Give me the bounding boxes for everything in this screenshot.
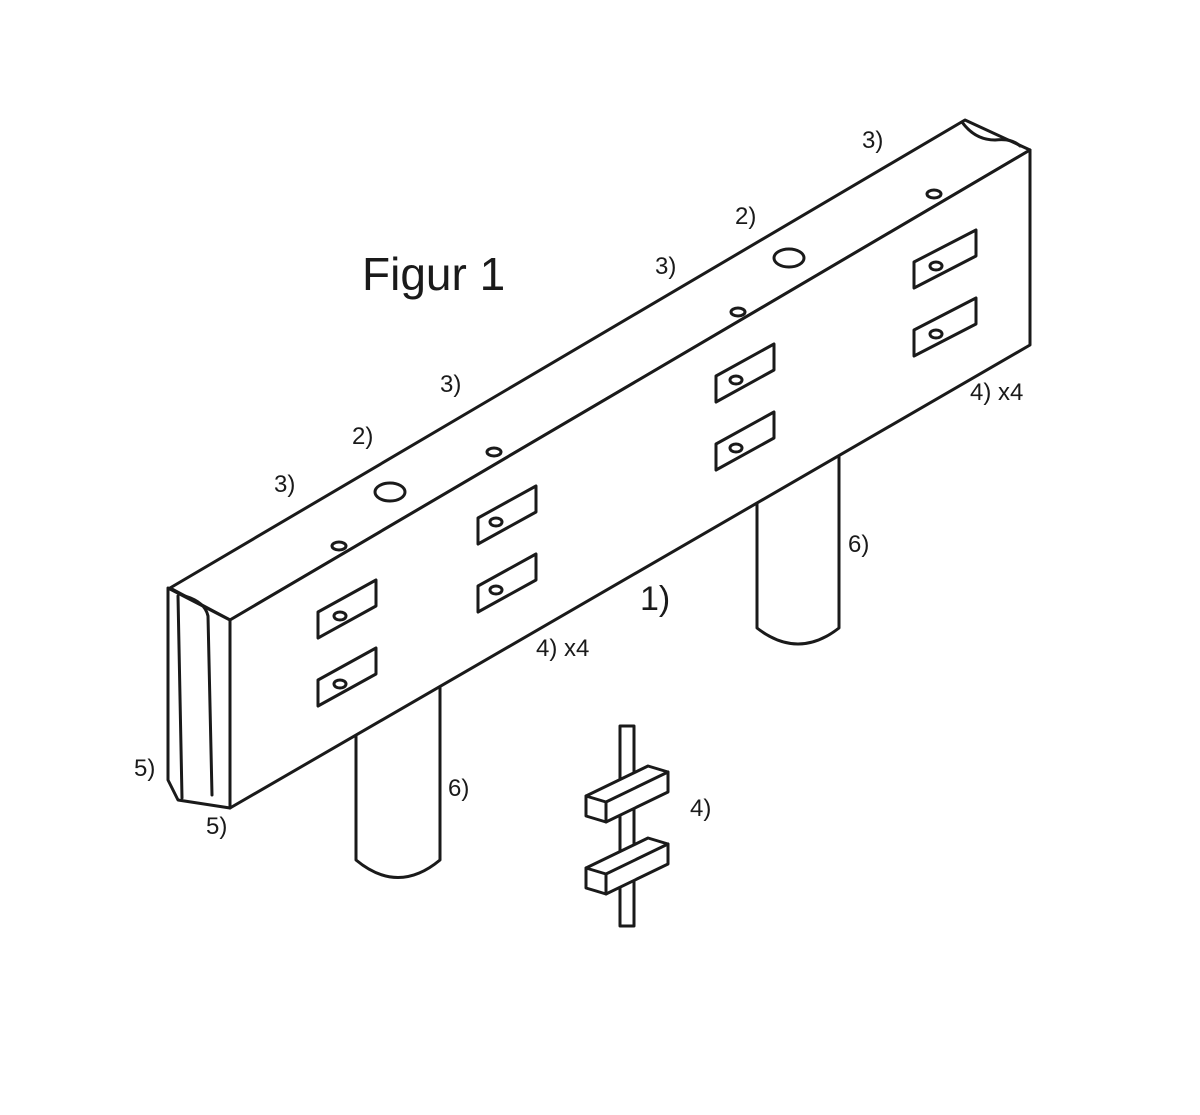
label-post-left: 6): [448, 775, 469, 802]
label-hole-small-mid-left: 3): [440, 371, 461, 398]
label-hole-small-left: 3): [274, 471, 295, 498]
anchor-detail: [586, 726, 668, 926]
label-hole-large-top-right: 2): [735, 203, 756, 230]
beam-body: [168, 120, 1030, 808]
label-anchors-left: 4) x4: [536, 635, 589, 662]
label-hole-small-top-right: 3): [862, 127, 883, 154]
figure-title: Figur 1: [362, 248, 505, 300]
beam-front-face: [230, 150, 1030, 808]
label-end-profile-b: 5): [206, 813, 227, 840]
label-main-body: 1): [640, 580, 670, 618]
label-end-profile-a: 5): [134, 755, 155, 782]
label-anchor-detail: 4): [690, 795, 711, 822]
label-anchors-right: 4) x4: [970, 379, 1023, 406]
label-hole-large-top-left: 2): [352, 423, 373, 450]
label-hole-small-mid-right: 3): [655, 253, 676, 280]
label-post-right: 6): [848, 531, 869, 558]
